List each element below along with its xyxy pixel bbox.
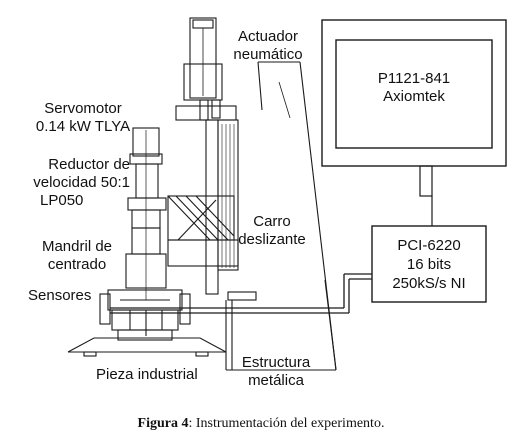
label-reductor-line1: Reductor de bbox=[48, 156, 130, 173]
label-actuador-line1: Actuador bbox=[237, 28, 299, 45]
metal-structure bbox=[226, 61, 337, 371]
base-plate bbox=[67, 337, 227, 357]
sliding-carriage bbox=[167, 105, 257, 370]
label-mandril-line1: Mandril de bbox=[41, 238, 113, 255]
label-estructura-line1: Estructura bbox=[241, 354, 311, 371]
label-actuador-line2: neumático bbox=[233, 46, 303, 63]
label-carro-line2: deslizante bbox=[238, 231, 306, 248]
sensor-cables bbox=[110, 273, 372, 314]
computer-monitor bbox=[321, 19, 507, 197]
caption-prefix: Figura 4 bbox=[137, 416, 189, 431]
label-servomotor-line2: 0.14 kW TLYA bbox=[35, 118, 131, 135]
label-reductor: Reductor de velocidad 50:1 LP050 bbox=[10, 156, 130, 210]
label-servomotor: Servomotor 0.14 kW TLYA bbox=[28, 100, 138, 136]
label-computer: P1121-841 Axiomtek bbox=[336, 70, 492, 106]
figure-caption: Figura 4: Instrumentación del experiment… bbox=[0, 416, 522, 432]
label-estructura-line2: metálica bbox=[248, 372, 304, 389]
label-mandril: Mandril de centrado bbox=[32, 238, 122, 274]
caption-text: : Instrumentación del experimento. bbox=[188, 416, 385, 431]
label-carro: Carro deslizante bbox=[232, 213, 312, 249]
label-mandril-line2: centrado bbox=[47, 256, 107, 273]
label-servomotor-line1: Servomotor bbox=[44, 100, 122, 117]
label-estructura: Estructura metálica bbox=[234, 354, 318, 390]
label-computer-line1: P1121-841 bbox=[377, 70, 451, 87]
label-computer-line2: Axiomtek bbox=[383, 88, 445, 105]
label-reductor-line3: LP050 bbox=[40, 192, 84, 209]
label-pieza: Pieza industrial bbox=[96, 366, 198, 383]
label-carro-line1: Carro bbox=[253, 213, 291, 230]
label-reductor-line2: velocidad 50:1 bbox=[33, 174, 130, 191]
label-daq-line1: PCI-6220 bbox=[397, 237, 461, 254]
label-sensores: Sensores bbox=[28, 287, 92, 304]
label-daq: PCI-6220 16 bits 250kS/s NI bbox=[372, 236, 486, 293]
label-daq-line3: 250kS/s NI bbox=[392, 275, 466, 292]
daq-card bbox=[371, 196, 487, 303]
pneumatic-actuator bbox=[183, 17, 223, 121]
label-actuador: Actuador neumático bbox=[226, 28, 310, 64]
servomotor bbox=[127, 127, 167, 300]
label-daq-line2: 16 bits bbox=[406, 256, 452, 273]
